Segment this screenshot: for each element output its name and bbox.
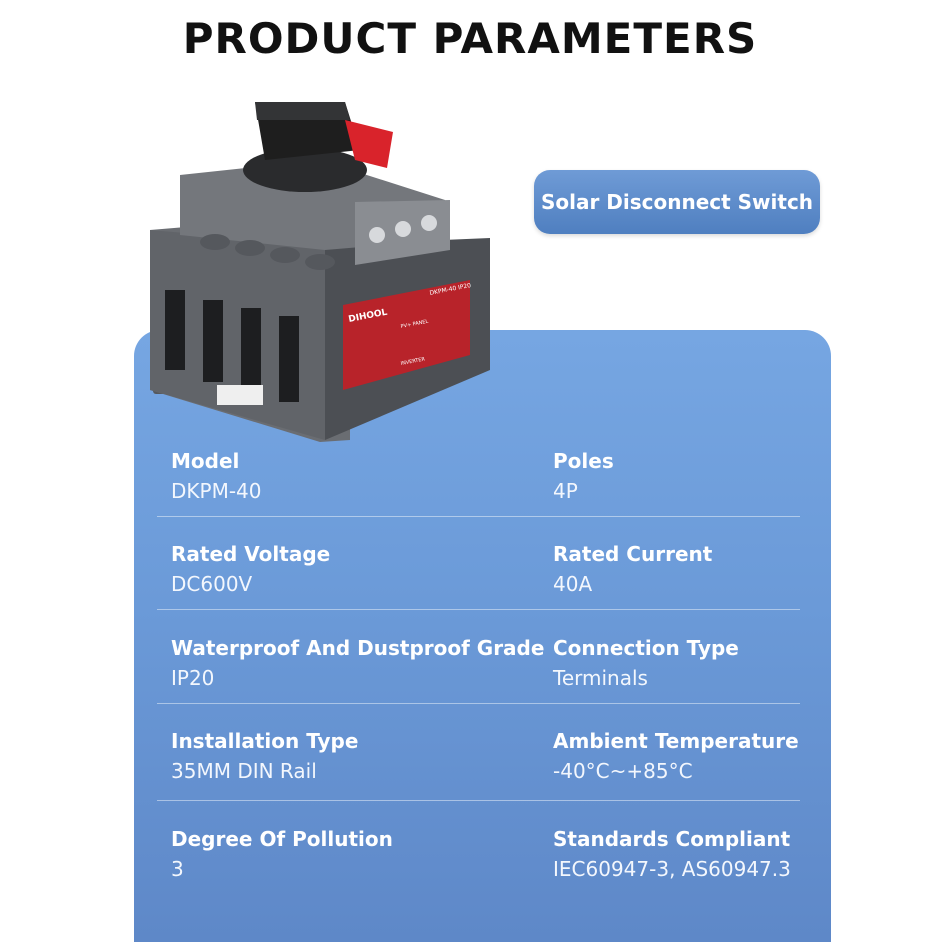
row-divider: [157, 800, 800, 801]
spec-pollution-degree: Degree Of Pollution 3: [171, 826, 393, 882]
spec-label: Standards Compliant: [553, 827, 791, 851]
spec-panel: [134, 330, 831, 942]
spec-connection-type: Connection Type Terminals: [553, 635, 739, 691]
spec-value: -40°C~+85°C: [553, 759, 693, 783]
spec-label: Poles: [553, 449, 614, 473]
spec-ip-grade: Waterproof And Dustproof Grade IP20: [171, 635, 544, 691]
spec-rated-voltage: Rated Voltage DC600V: [171, 541, 330, 597]
disconnect-switch-image: DIHOOL DKPM-40 IP20 PV+ PANEL INVERTER: [150, 102, 490, 442]
spec-model: Model DKPM-40: [171, 448, 262, 504]
spec-ambient-temperature: Ambient Temperature -40°C~+85°C: [553, 728, 799, 784]
spec-label: Connection Type: [553, 636, 739, 660]
spec-label: Ambient Temperature: [553, 729, 799, 753]
spec-label: Installation Type: [171, 729, 359, 753]
screw-icon: [369, 227, 385, 243]
spec-value: 3: [171, 857, 184, 881]
inverter-label: INVERTER: [400, 356, 426, 367]
pv-panel-label: PV+ PANEL: [400, 319, 429, 330]
spec-value: DKPM-40: [171, 479, 262, 503]
spec-value: IEC60947-3, AS60947.3: [553, 857, 791, 881]
row-divider: [157, 703, 800, 704]
spec-standards: Standards Compliant IEC60947-3, AS60947.…: [553, 826, 791, 882]
spec-installation-type: Installation Type 35MM DIN Rail: [171, 728, 358, 784]
spec-label: Waterproof And Dustproof Grade: [171, 636, 545, 660]
spec-label: Model: [171, 449, 240, 473]
row-divider: [157, 609, 800, 610]
page-title: PRODUCT PARAMETERS: [182, 14, 758, 63]
spec-value: DC600V: [171, 572, 253, 596]
spec-value: Terminals: [553, 666, 648, 690]
spec-value: 35MM DIN Rail: [171, 759, 317, 783]
spec-label: Rated Current: [553, 542, 713, 566]
product-type-badge: Solar Disconnect Switch: [534, 170, 820, 234]
spec-rated-current: Rated Current 40A: [553, 541, 712, 597]
spec-value: IP20: [171, 666, 215, 690]
spec-label: Degree Of Pollution: [171, 827, 393, 851]
spec-value: 4P: [553, 479, 578, 503]
spec-label: Rated Voltage: [171, 542, 331, 566]
spec-value: 40A: [553, 572, 593, 596]
row-divider: [157, 516, 800, 517]
spec-poles: Poles 4P: [553, 448, 614, 504]
